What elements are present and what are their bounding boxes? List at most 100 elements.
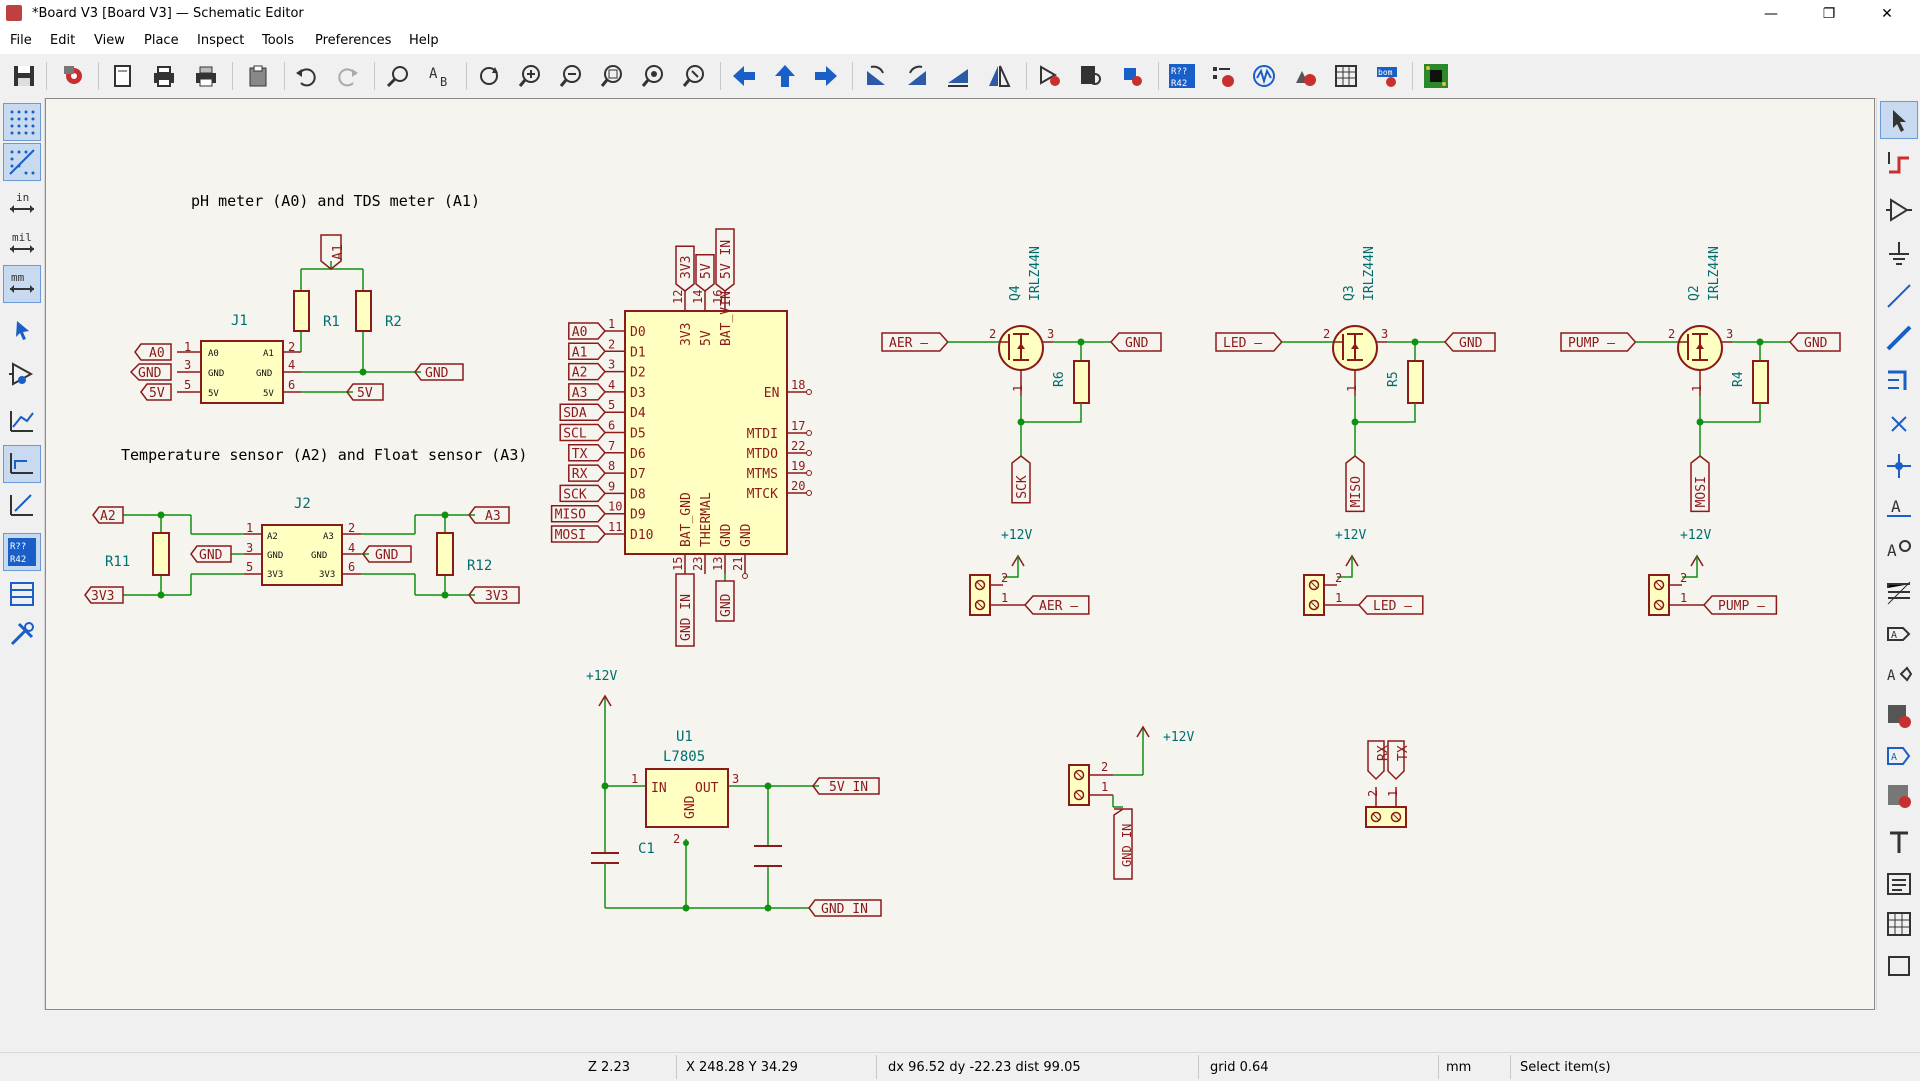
- junction-icon[interactable]: [1881, 448, 1917, 484]
- units-mils-button[interactable]: mil: [4, 226, 40, 262]
- zoom-in-icon[interactable]: [514, 60, 546, 92]
- close-button[interactable]: ✕: [1881, 6, 1893, 22]
- annotate-icon[interactable]: R??R42: [1166, 60, 1198, 92]
- net-label[interactable]: [675, 245, 695, 292]
- add-image-icon[interactable]: [1881, 778, 1917, 814]
- units-mm-button[interactable]: mm: [3, 265, 41, 303]
- net-label[interactable]: [568, 383, 606, 401]
- find-icon[interactable]: [382, 60, 414, 92]
- net-label[interactable]: [715, 580, 735, 622]
- netlist-icon[interactable]: [1289, 60, 1321, 92]
- net-class-icon[interactable]: A: [1881, 532, 1917, 568]
- add-wire-icon[interactable]: [1881, 278, 1917, 314]
- overridden-grid-icon[interactable]: [3, 143, 41, 181]
- net-label-icon[interactable]: A: [1881, 490, 1917, 526]
- net-label[interactable]: [550, 525, 606, 543]
- print-icon[interactable]: [148, 60, 180, 92]
- net-label[interactable]: [559, 423, 606, 442]
- navigate-back-icon[interactable]: [728, 60, 760, 92]
- rotate-cw-icon[interactable]: [901, 60, 933, 92]
- table-icon[interactable]: [1881, 906, 1917, 942]
- mcu-module[interactable]: D01A0D12A1D23A2D34A3D45SDAD56SCLD67TXD78…: [550, 228, 812, 647]
- save-icon[interactable]: [8, 60, 40, 92]
- hierarchical-label-icon[interactable]: A: [1881, 616, 1917, 652]
- net-label[interactable]: [695, 254, 715, 292]
- erc-icon[interactable]: [1207, 60, 1239, 92]
- simulator-icon[interactable]: [1248, 60, 1280, 92]
- net-label[interactable]: [559, 403, 606, 421]
- hidden-pins-icon[interactable]: [4, 356, 40, 392]
- bom-icon[interactable]: bom: [1371, 60, 1403, 92]
- footprint-assign-icon[interactable]: [1116, 60, 1148, 92]
- mirror-vertical-icon[interactable]: [942, 60, 974, 92]
- net-label[interactable]: [550, 504, 606, 523]
- plot-icon[interactable]: [190, 60, 222, 92]
- zoom-out-icon[interactable]: [555, 60, 587, 92]
- menu-preferences[interactable]: Preferences: [315, 33, 392, 48]
- pcb-editor-icon[interactable]: [1420, 60, 1452, 92]
- menu-help[interactable]: Help: [409, 33, 439, 48]
- paste-icon[interactable]: [242, 60, 274, 92]
- resistor-r12[interactable]: R12: [436, 532, 492, 576]
- net-label[interactable]: [568, 444, 606, 462]
- net-label[interactable]: [568, 322, 606, 340]
- page-settings-icon[interactable]: [106, 60, 138, 92]
- symbol-editor-icon[interactable]: [1034, 60, 1066, 92]
- wire-mode-90-icon[interactable]: [3, 445, 41, 483]
- minimize-button[interactable]: —: [1764, 6, 1778, 22]
- schematic-canvas[interactable]: pH meter (A0) and TDS meter (A1) Tempera…: [45, 98, 1875, 1010]
- hierarchical-sheet-icon[interactable]: A: [1881, 656, 1917, 692]
- zoom-selection-icon[interactable]: [678, 60, 710, 92]
- wire-mode-45-icon[interactable]: [4, 488, 40, 524]
- wire-mode-free-icon[interactable]: [4, 404, 40, 440]
- menu-edit[interactable]: Edit: [50, 33, 76, 48]
- symbol-browser-icon[interactable]: [1075, 60, 1107, 92]
- menu-place[interactable]: Place: [144, 33, 179, 48]
- net-label[interactable]: [559, 484, 606, 503]
- connector-uart[interactable]: RX TX 2 1: [1365, 740, 1411, 828]
- menu-inspect[interactable]: Inspect: [197, 33, 245, 48]
- resistor-r2[interactable]: R2: [355, 290, 402, 332]
- refresh-icon[interactable]: [473, 60, 505, 92]
- net-label[interactable]: [675, 573, 695, 647]
- cursor-crosshair-icon[interactable]: [4, 312, 40, 348]
- net-label[interactable]: [568, 362, 606, 381]
- menu-tools[interactable]: Tools: [262, 33, 295, 48]
- grid-toggle-icon[interactable]: [3, 103, 41, 141]
- add-power-icon[interactable]: [1881, 236, 1917, 272]
- net-label[interactable]: [568, 464, 606, 482]
- capacitor-c2[interactable]: [754, 845, 782, 867]
- menu-view[interactable]: View: [94, 33, 125, 48]
- select-icon[interactable]: [1880, 101, 1918, 139]
- text-box-icon[interactable]: [1881, 866, 1917, 902]
- add-bus-entry-icon[interactable]: [1881, 362, 1917, 398]
- properties-panel-icon[interactable]: [4, 616, 40, 652]
- undo-icon[interactable]: [290, 60, 322, 92]
- import-sheet-pin-icon[interactable]: [1881, 698, 1917, 734]
- navigate-forward-icon[interactable]: [810, 60, 842, 92]
- units-inches-button[interactable]: in: [4, 186, 40, 222]
- connector-j1[interactable]: J1 A0 GND 5V A1 GND 5V 1 3 5 2 4 6: [184, 313, 295, 404]
- zoom-objects-icon[interactable]: [637, 60, 669, 92]
- capacitor-c1[interactable]: C1: [591, 841, 655, 872]
- add-symbol-icon[interactable]: [1881, 192, 1917, 228]
- sheet-pin-icon[interactable]: A: [1881, 738, 1917, 774]
- highlight-net-icon[interactable]: [1881, 144, 1917, 180]
- annotate-toggle-icon[interactable]: R??R42: [3, 533, 41, 571]
- rotate-ccw-icon[interactable]: [860, 60, 892, 92]
- add-bus-icon[interactable]: [1881, 320, 1917, 356]
- resistor-r1[interactable]: R1: [293, 290, 340, 332]
- redo-icon[interactable]: [332, 60, 364, 92]
- mirror-horizontal-icon[interactable]: [983, 60, 1015, 92]
- net-label[interactable]: [715, 228, 735, 292]
- resistor-r11[interactable]: R11: [105, 532, 170, 576]
- hierarchy-navigator-icon[interactable]: [4, 576, 40, 612]
- navigate-up-icon[interactable]: [769, 60, 801, 92]
- rectangle-icon[interactable]: [1881, 948, 1917, 984]
- menu-file[interactable]: File: [10, 33, 32, 48]
- zoom-fit-icon[interactable]: [596, 60, 628, 92]
- regulator-u1[interactable]: U1 L7805 IN OUT GND 1 3 2: [631, 729, 739, 846]
